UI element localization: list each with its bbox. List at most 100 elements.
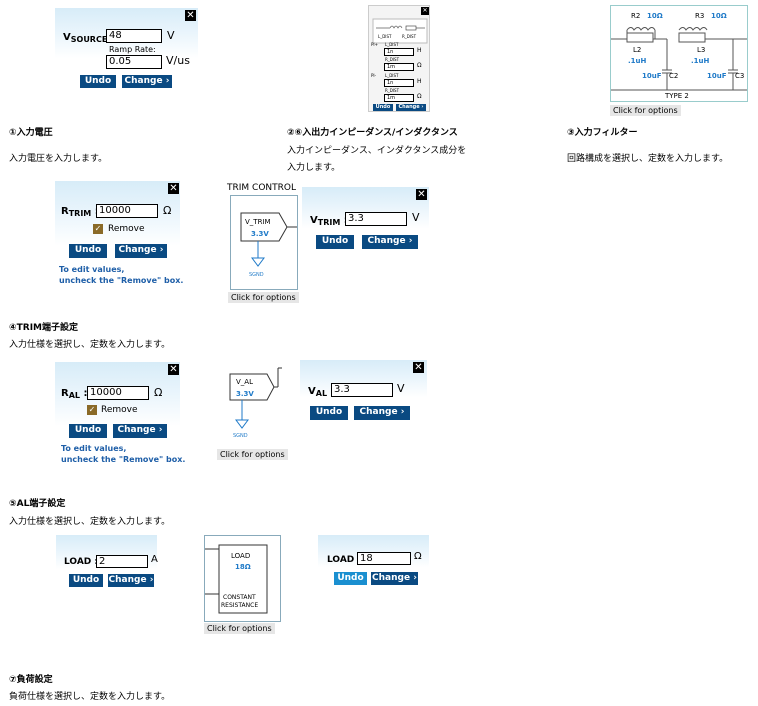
r-dist-input[interactable]: 1m xyxy=(384,63,414,71)
undo-button[interactable]: Undo xyxy=(69,424,107,438)
load-ohm-unit: Ω xyxy=(414,551,422,562)
ramp-rate-label: Ramp Rate: xyxy=(109,45,156,54)
load-label: LOAD : xyxy=(64,557,98,567)
l2-value: .1uH xyxy=(628,57,647,65)
undo-button[interactable]: Undo xyxy=(69,244,107,258)
load-ohm-panel: LOAD : 18 Ω Undo Change › xyxy=(318,535,429,589)
rtrim-label: RTRIM : xyxy=(61,206,99,218)
ral-panel: ✕ RAL : 10000 Ω ✓ Remove Undo Change › T… xyxy=(55,362,185,469)
l3-label: L3 xyxy=(697,46,705,54)
caption-7-desc: 負荷仕様を選択し、定数を入力します。 xyxy=(9,692,171,702)
close-icon[interactable]: ✕ xyxy=(168,183,179,194)
l-dist-label: L_DIST xyxy=(385,42,399,47)
click-options-trim[interactable]: Click for options xyxy=(228,292,299,303)
ral-label: RAL : xyxy=(61,388,88,400)
r-dist-label: R_DIST xyxy=(385,57,400,62)
filter-schematic: R2 10Ω R3 10Ω L2 .1uH L3 .1uH 10uF C2 10… xyxy=(611,12,747,100)
ral-input[interactable]: 10000 xyxy=(87,386,149,400)
click-options-filter[interactable]: Click for options xyxy=(610,105,681,116)
close-icon[interactable]: ✕ xyxy=(413,362,424,373)
l-dist-input[interactable]: 1n xyxy=(384,48,414,56)
close-icon[interactable]: ✕ xyxy=(416,189,427,200)
val-panel: ✕ VAL : 3.3 V Undo Change › xyxy=(300,360,427,422)
remove-label: Remove xyxy=(101,405,138,415)
vtrim-input[interactable]: 3.3 xyxy=(345,212,407,226)
impedance-schematic: L_DIST R_DIST xyxy=(372,18,428,44)
trim-gnd-label: SGND xyxy=(249,272,264,278)
filter-type: TYPE 2 xyxy=(664,92,689,100)
load-current-unit: A xyxy=(151,554,158,565)
remove-checkbox[interactable]: ✓ xyxy=(93,224,103,234)
undo-button[interactable]: Undo xyxy=(69,574,103,587)
change-button[interactable]: Change › xyxy=(115,244,167,258)
val-input[interactable]: 3.3 xyxy=(331,383,393,397)
c3-value: 10uF xyxy=(707,72,727,80)
change-button[interactable]: Change › xyxy=(122,75,172,88)
close-icon[interactable]: ✕ xyxy=(421,7,429,15)
close-icon[interactable]: ✕ xyxy=(185,10,196,21)
al-block-label: V_AL xyxy=(236,378,253,386)
c3-label: C3 xyxy=(735,72,744,80)
caption-5-title: ⑤AL端子設定 xyxy=(9,499,66,509)
caption-1-title: ①入力電圧 xyxy=(9,128,53,138)
rtrim-unit: Ω xyxy=(163,204,172,217)
l-dist-input-2[interactable]: 1n xyxy=(384,79,414,87)
caption-2-desc-2: 入力します。 xyxy=(287,163,341,173)
l3-value: .1uH xyxy=(691,57,710,65)
load-ohm-input[interactable]: 18 xyxy=(357,552,411,565)
al-block-volt: 3.3V xyxy=(236,390,254,398)
rtrim-input[interactable]: 10000 xyxy=(96,204,158,218)
r-dist-input-2[interactable]: 1m xyxy=(384,94,414,102)
click-options-load[interactable]: Click for options xyxy=(204,623,275,634)
r-dist-label-2: R_DIST xyxy=(385,88,400,93)
al-control-diagram[interactable]: V_AL 3.3V SGND xyxy=(222,365,284,445)
r-unit: Ω xyxy=(417,62,422,69)
val-unit: V xyxy=(397,382,405,395)
change-button[interactable]: Change › xyxy=(396,104,426,111)
load-current-input[interactable]: 2 xyxy=(96,555,148,568)
change-button[interactable]: Change › xyxy=(354,406,410,420)
vsource-panel: ✕ VSOURCE : 48 V Ramp Rate: 0.05 V/us Un… xyxy=(55,8,198,92)
l-unit-2: H xyxy=(417,78,422,85)
undo-button[interactable]: Undo xyxy=(310,406,348,420)
filter-panel[interactable]: R2 10Ω R3 10Ω L2 .1uH L3 .1uH 10uF C2 10… xyxy=(610,5,748,102)
undo-button[interactable]: Undo xyxy=(80,75,116,88)
l-dist-text: L_DIST xyxy=(378,34,392,39)
trim-block-label: V_TRIM xyxy=(245,218,271,226)
hint-text-1: To edit values, xyxy=(59,265,125,274)
hint-text-1: To edit values, xyxy=(61,444,127,453)
c2-value: 10uF xyxy=(642,72,662,80)
load-res-value: 18Ω xyxy=(235,563,251,571)
undo-button[interactable]: Undo xyxy=(316,235,354,249)
remove-label: Remove xyxy=(108,224,145,234)
undo-button[interactable]: Undo xyxy=(334,572,367,585)
trim-control-diagram[interactable]: V_TRIM 3.3V SGND xyxy=(230,195,298,290)
load-type-1: CONSTANT xyxy=(223,594,256,601)
load-type-2: RESISTANCE xyxy=(221,602,258,609)
caption-1-desc: 入力電圧を入力します。 xyxy=(9,154,108,164)
load-res-label: LOAD xyxy=(231,552,250,560)
hint-text-2: uncheck the "Remove" box. xyxy=(59,276,184,285)
close-icon[interactable]: ✕ xyxy=(168,364,179,375)
caption-7-title: ⑦負荷設定 xyxy=(9,675,53,685)
vsource-input[interactable]: 48 xyxy=(106,29,162,43)
load-diagram[interactable]: LOAD 18Ω CONSTANT RESISTANCE xyxy=(204,535,281,622)
caption-3-title: ③入力フィルター xyxy=(567,128,638,138)
click-options-al[interactable]: Click for options xyxy=(217,449,288,460)
r-dist-text: R_DIST xyxy=(402,34,417,39)
l-unit: H xyxy=(417,47,422,54)
undo-button[interactable]: Undo xyxy=(373,104,393,111)
change-button[interactable]: Change › xyxy=(108,574,154,587)
rtrim-panel: ✕ RTRIM : 10000 Ω ✓ Remove Undo Change ›… xyxy=(55,181,184,289)
caption-2-title: ②⑥入出力インピーダンス/インダクタンス xyxy=(287,128,458,138)
change-button[interactable]: Change › xyxy=(362,235,418,249)
pi-plus-label: PI+ xyxy=(371,42,378,47)
l2-label: L2 xyxy=(633,46,641,54)
r2-value: 10Ω xyxy=(647,12,663,20)
remove-checkbox[interactable]: ✓ xyxy=(87,405,97,415)
change-button[interactable]: Change › xyxy=(113,424,167,438)
pi-minus-label: PI- xyxy=(371,73,377,78)
ramp-rate-input[interactable]: 0.05 xyxy=(106,55,162,69)
r-unit-2: Ω xyxy=(417,93,422,100)
change-button[interactable]: Change › xyxy=(371,572,418,585)
